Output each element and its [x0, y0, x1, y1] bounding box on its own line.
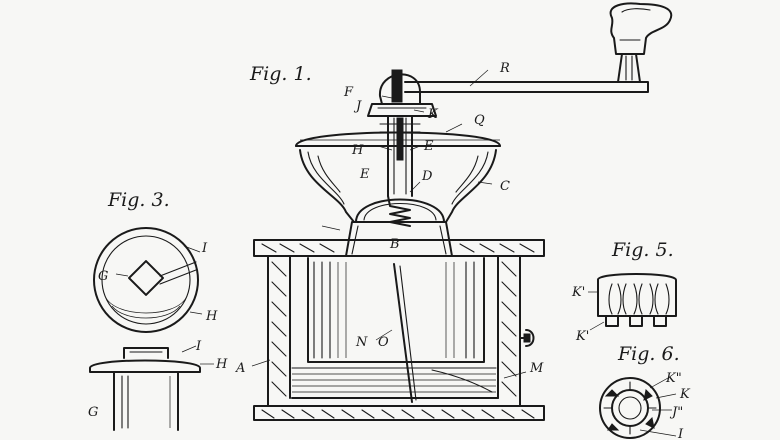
drawer: [291, 329, 535, 399]
label-H-side: H: [215, 357, 228, 372]
label-J2-fig6: J": [669, 405, 683, 420]
label-I-fig3: I: [201, 241, 208, 256]
label-J: J: [353, 99, 362, 114]
fig6-section: Fig. 6. K" K J" I: [599, 343, 691, 440]
label-I-side: I: [195, 339, 202, 354]
fig5-ring: Fig. 5. K' K': [571, 239, 677, 344]
spindle-shaft: [379, 115, 421, 197]
label-K1-fig5: K': [575, 329, 589, 344]
box-body: [253, 255, 545, 421]
fig1-coffee-mill: Fig. 1. R F J K Q H E E D C B A N O M: [235, 2, 673, 421]
label-I-fig6: I: [677, 427, 684, 440]
label-R: R: [499, 61, 510, 76]
fig3-disc-top-view: [93, 227, 203, 333]
label-E: E: [359, 167, 370, 182]
fig1-leader-lines: [251, 69, 527, 379]
label-K: K: [427, 107, 439, 122]
label-K-fig5: K': [571, 285, 585, 300]
label-O: O: [378, 335, 389, 350]
fig5-title: Fig. 5.: [611, 239, 674, 261]
label-H: H: [351, 143, 364, 158]
label-K2-fig6: K": [665, 371, 682, 386]
hopper-cup: [295, 131, 501, 223]
box-top: [253, 239, 545, 257]
label-A: A: [235, 361, 245, 376]
fig3-title: Fig. 3.: [107, 189, 170, 211]
spindle-head: [367, 69, 437, 117]
label-K-fig6: K: [679, 387, 691, 402]
label-D: D: [421, 169, 433, 184]
label-F: F: [343, 85, 354, 100]
label-G-fig3: G: [98, 269, 108, 284]
fig1-title: Fig. 1.: [249, 63, 312, 85]
fig3-disc-side-view: [89, 345, 214, 431]
label-H-fig3: H: [205, 309, 218, 324]
label-B: B: [389, 237, 400, 252]
fig3-burr: Fig. 3. G I H I H G: [88, 189, 228, 431]
label-E-right: E: [423, 139, 434, 154]
crank-handle: [404, 2, 673, 93]
label-N: N: [355, 335, 368, 350]
fig6-title: Fig. 6.: [617, 343, 680, 365]
label-Q: Q: [474, 113, 485, 128]
label-M: M: [529, 361, 544, 376]
grinding-drum: [307, 257, 485, 403]
label-C: C: [500, 179, 510, 194]
label-G-side: G: [88, 405, 98, 420]
